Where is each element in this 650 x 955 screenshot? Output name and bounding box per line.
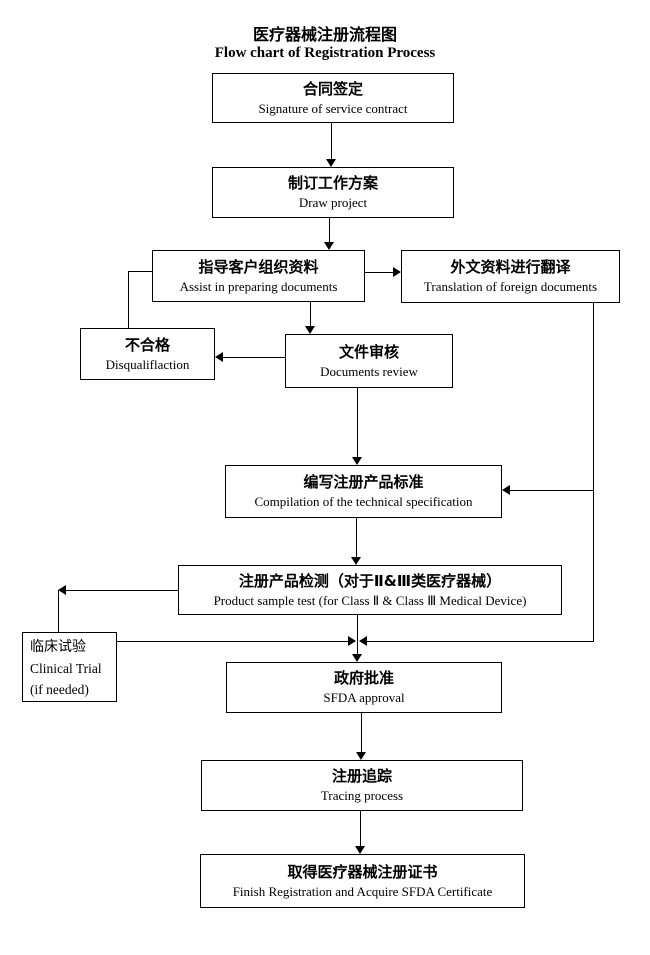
node-label-en: Signature of service contract [258,100,408,116]
node-sfda-approval: 政府批准 SFDA approval [226,662,502,713]
arrowhead-down-icon [355,846,365,854]
node-label-en: Assist in preparing documents [179,278,338,294]
node-label-en: Documents review [320,363,418,379]
arrowhead-left-icon [58,585,66,595]
node-label-cn: 注册追踪 [331,767,392,785]
node-clinical-trial: 临床试验 Clinical Trial (if needed) [22,632,117,702]
connector-tracing-certificate-line [360,811,361,847]
node-label-cn: 编写注册产品标准 [303,473,424,491]
node-product-sample-test: 注册产品检测（对于Ⅱ&Ⅲ类医疗器械） Product sample test (… [178,565,562,615]
node-label-cn: 合同签定 [302,79,363,98]
connector-sampletest-clinical-vline [58,590,59,632]
node-label-en: Compilation of the technical specificati… [254,494,473,509]
arrowhead-down-icon [351,557,361,565]
arrowhead-down-icon [324,242,334,250]
arrowhead-down-icon [352,654,362,662]
arrowhead-left-icon [502,485,510,495]
node-compilation-technical-specification: 编写注册产品标准 Compilation of the technical sp… [225,465,502,518]
node-label-cn: 临床试验 [30,639,86,655]
connector-compilation-sampletest-line [356,518,357,558]
arrowhead-right-icon [348,636,356,646]
node-documents-review: 文件审核 Documents review [285,334,453,388]
connector-clinical-junction-line [117,641,348,642]
node-label-en: Disqualiflaction [105,356,190,372]
connector-contract-project-line [331,123,332,160]
arrowhead-down-icon [352,457,362,465]
connector-disqualification-assist-vline [128,271,129,328]
connector-translation-rightside-vline [593,303,594,642]
node-label-en: Draw project [298,195,368,210]
node-label-cn: 不合格 [124,335,170,354]
node-label-cn: 外文资料进行翻译 [450,258,571,276]
node-label-note: (if needed) [30,682,89,697]
arrowhead-down-icon [356,752,366,760]
node-label-en: Product sample test (for Class Ⅱ & Class… [213,592,527,608]
page-title-english: Flow chart of Registration Process [214,45,436,61]
connector-assist-review-line [310,302,311,327]
connector-review-compilation-line [357,388,358,458]
arrowhead-down-icon [326,159,336,167]
node-signature-of-contract: 合同签定 Signature of service contract [212,73,454,123]
connector-disqualification-assist-hline [128,271,152,272]
node-label-cn: 取得医疗器械注册证书 [287,862,438,881]
node-label-en: SFDA approval [323,690,405,705]
node-label-en: Translation of foreign documents [423,279,598,294]
node-acquire-sfda-certificate: 取得医疗器械注册证书 Finish Registration and Acqui… [200,854,525,908]
connector-assist-translation-line [365,272,394,273]
page-title-chinese: 医疗器械注册流程图 [252,25,397,44]
connector-sampletest-clinical-hline [66,590,178,591]
arrowhead-left-icon [359,636,367,646]
node-assist-preparing-documents: 指导客户组织资料 Assist in preparing documents [152,250,365,302]
node-label-cn: 政府批准 [333,669,394,687]
node-disqualification: 不合格 Disqualiflaction [80,328,215,380]
connector-rightside-junction-line [367,641,594,642]
node-label-en: Clinical Trial [30,661,102,676]
arrowhead-left-icon [215,352,223,362]
node-draw-project: 制订工作方案 Draw project [212,167,454,218]
connector-approval-tracing-line [361,713,362,753]
node-tracing-process: 注册追踪 Tracing process [201,760,523,811]
arrowhead-right-icon [393,267,401,277]
connector-review-disqualification-line [222,357,285,358]
arrowhead-down-icon [305,326,315,334]
node-label-cn: 注册产品检测（对于Ⅱ&Ⅲ类医疗器械） [238,571,502,590]
connector-project-assist-line [329,218,330,243]
connector-sampletest-approval-line [357,615,358,655]
node-label-cn: 制订工作方案 [287,174,378,192]
node-label-cn: 指导客户组织资料 [198,257,319,276]
node-label-en: Finish Registration and Acquire SFDA Cer… [232,883,493,899]
node-label-cn: 文件审核 [338,342,399,361]
connector-rightside-compilation-line [510,490,594,491]
node-label-en: Tracing process [320,788,404,803]
node-translation-foreign-documents: 外文资料进行翻译 Translation of foreign document… [401,250,620,303]
